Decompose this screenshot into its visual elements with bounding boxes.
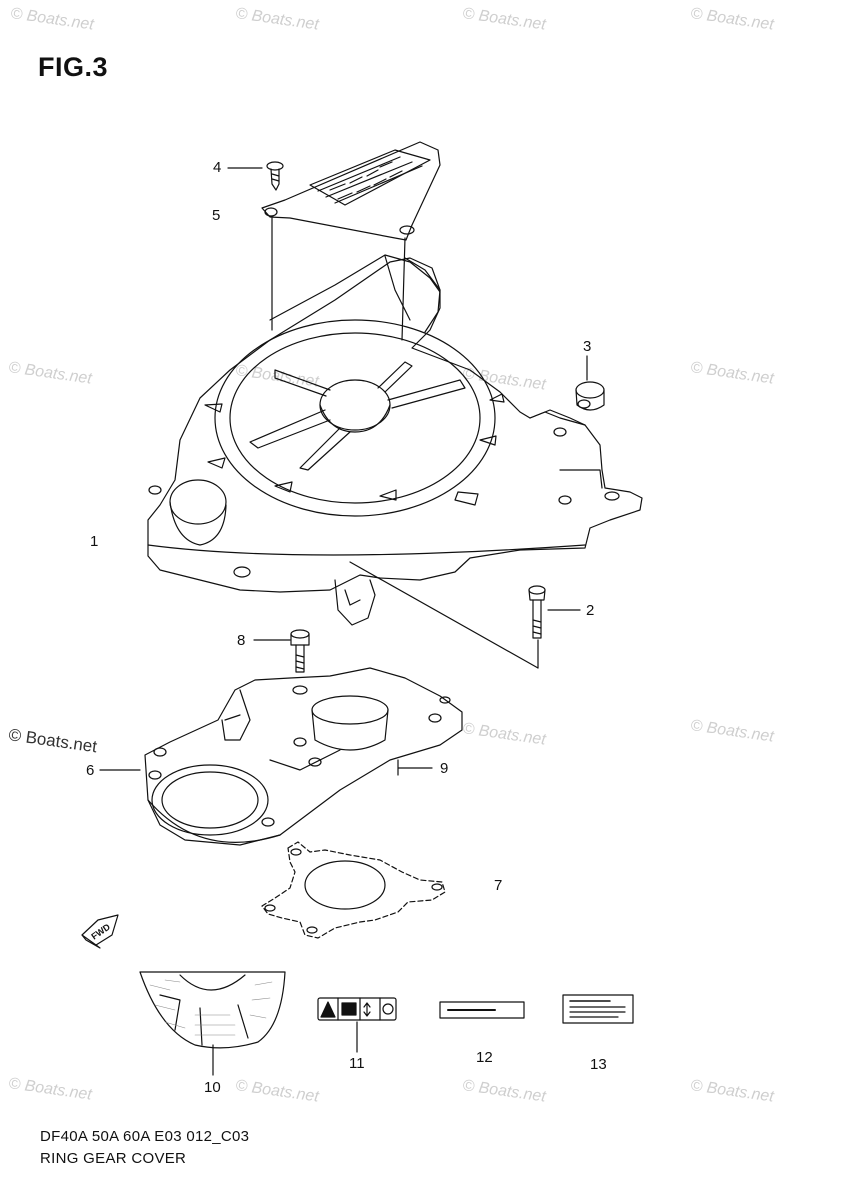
watermark: © Boats.net	[7, 359, 93, 388]
callout-9: 9	[440, 760, 448, 777]
leader-lines	[99, 167, 588, 1076]
callout-2: 2	[586, 602, 594, 619]
callout-1: 1	[90, 533, 98, 550]
watermark: © Boats.net	[689, 1077, 775, 1106]
diagram-code: DF40A 50A 60A E03 012_C03	[40, 1128, 250, 1145]
figure-title: FIG.3	[38, 52, 109, 82]
watermark: © Boats.net	[9, 5, 95, 34]
watermark: © Boats.net	[689, 359, 775, 388]
warning-label-part-11	[318, 998, 396, 1020]
watermark: © Boats.net	[461, 720, 547, 749]
watermark: © Boats.net	[234, 5, 320, 34]
forward-arrow-icon	[81, 914, 119, 949]
watermark: © Boats.net	[234, 362, 320, 391]
callout-4: 4	[213, 159, 221, 176]
gasket-part-7	[262, 842, 445, 938]
watermark: © Boats.net	[461, 1077, 547, 1106]
watermark: © Boats.net	[461, 5, 547, 34]
callout-5: 5	[212, 207, 220, 224]
callout-3: 3	[583, 338, 591, 355]
cover-plate-part-5	[262, 142, 440, 240]
heat-shield-part-10	[140, 972, 285, 1048]
callout-11: 11	[349, 1055, 365, 1072]
grommet-part-3	[576, 382, 604, 410]
callout-labels: 1 2 3 4 5 6 7 8 9 10 11 12 13	[86, 159, 607, 1096]
callout-13: 13	[590, 1056, 607, 1073]
label-part-12	[440, 1002, 524, 1018]
screw-part-4	[267, 162, 283, 190]
callout-8: 8	[237, 632, 245, 649]
watermark: © Boats.net	[234, 1077, 320, 1106]
side-watermark: © Boats.net	[7, 725, 98, 756]
watermark: © Boats.net	[7, 1075, 93, 1104]
callout-7: 7	[494, 877, 502, 894]
watermark: © Boats.net	[689, 5, 775, 34]
bolt-part-2	[529, 586, 545, 638]
label-part-13	[563, 995, 633, 1023]
ring-gear-cover-part-1	[148, 255, 642, 625]
section-name: RING GEAR COVER	[40, 1150, 187, 1167]
watermark: © Boats.net	[461, 365, 547, 394]
callout-6: 6	[86, 762, 94, 779]
bolt-part-8	[291, 630, 309, 672]
callout-10: 10	[204, 1079, 221, 1096]
callout-12: 12	[476, 1049, 493, 1066]
mounting-bracket-part-6	[145, 668, 462, 845]
watermark: © Boats.net	[689, 717, 775, 746]
